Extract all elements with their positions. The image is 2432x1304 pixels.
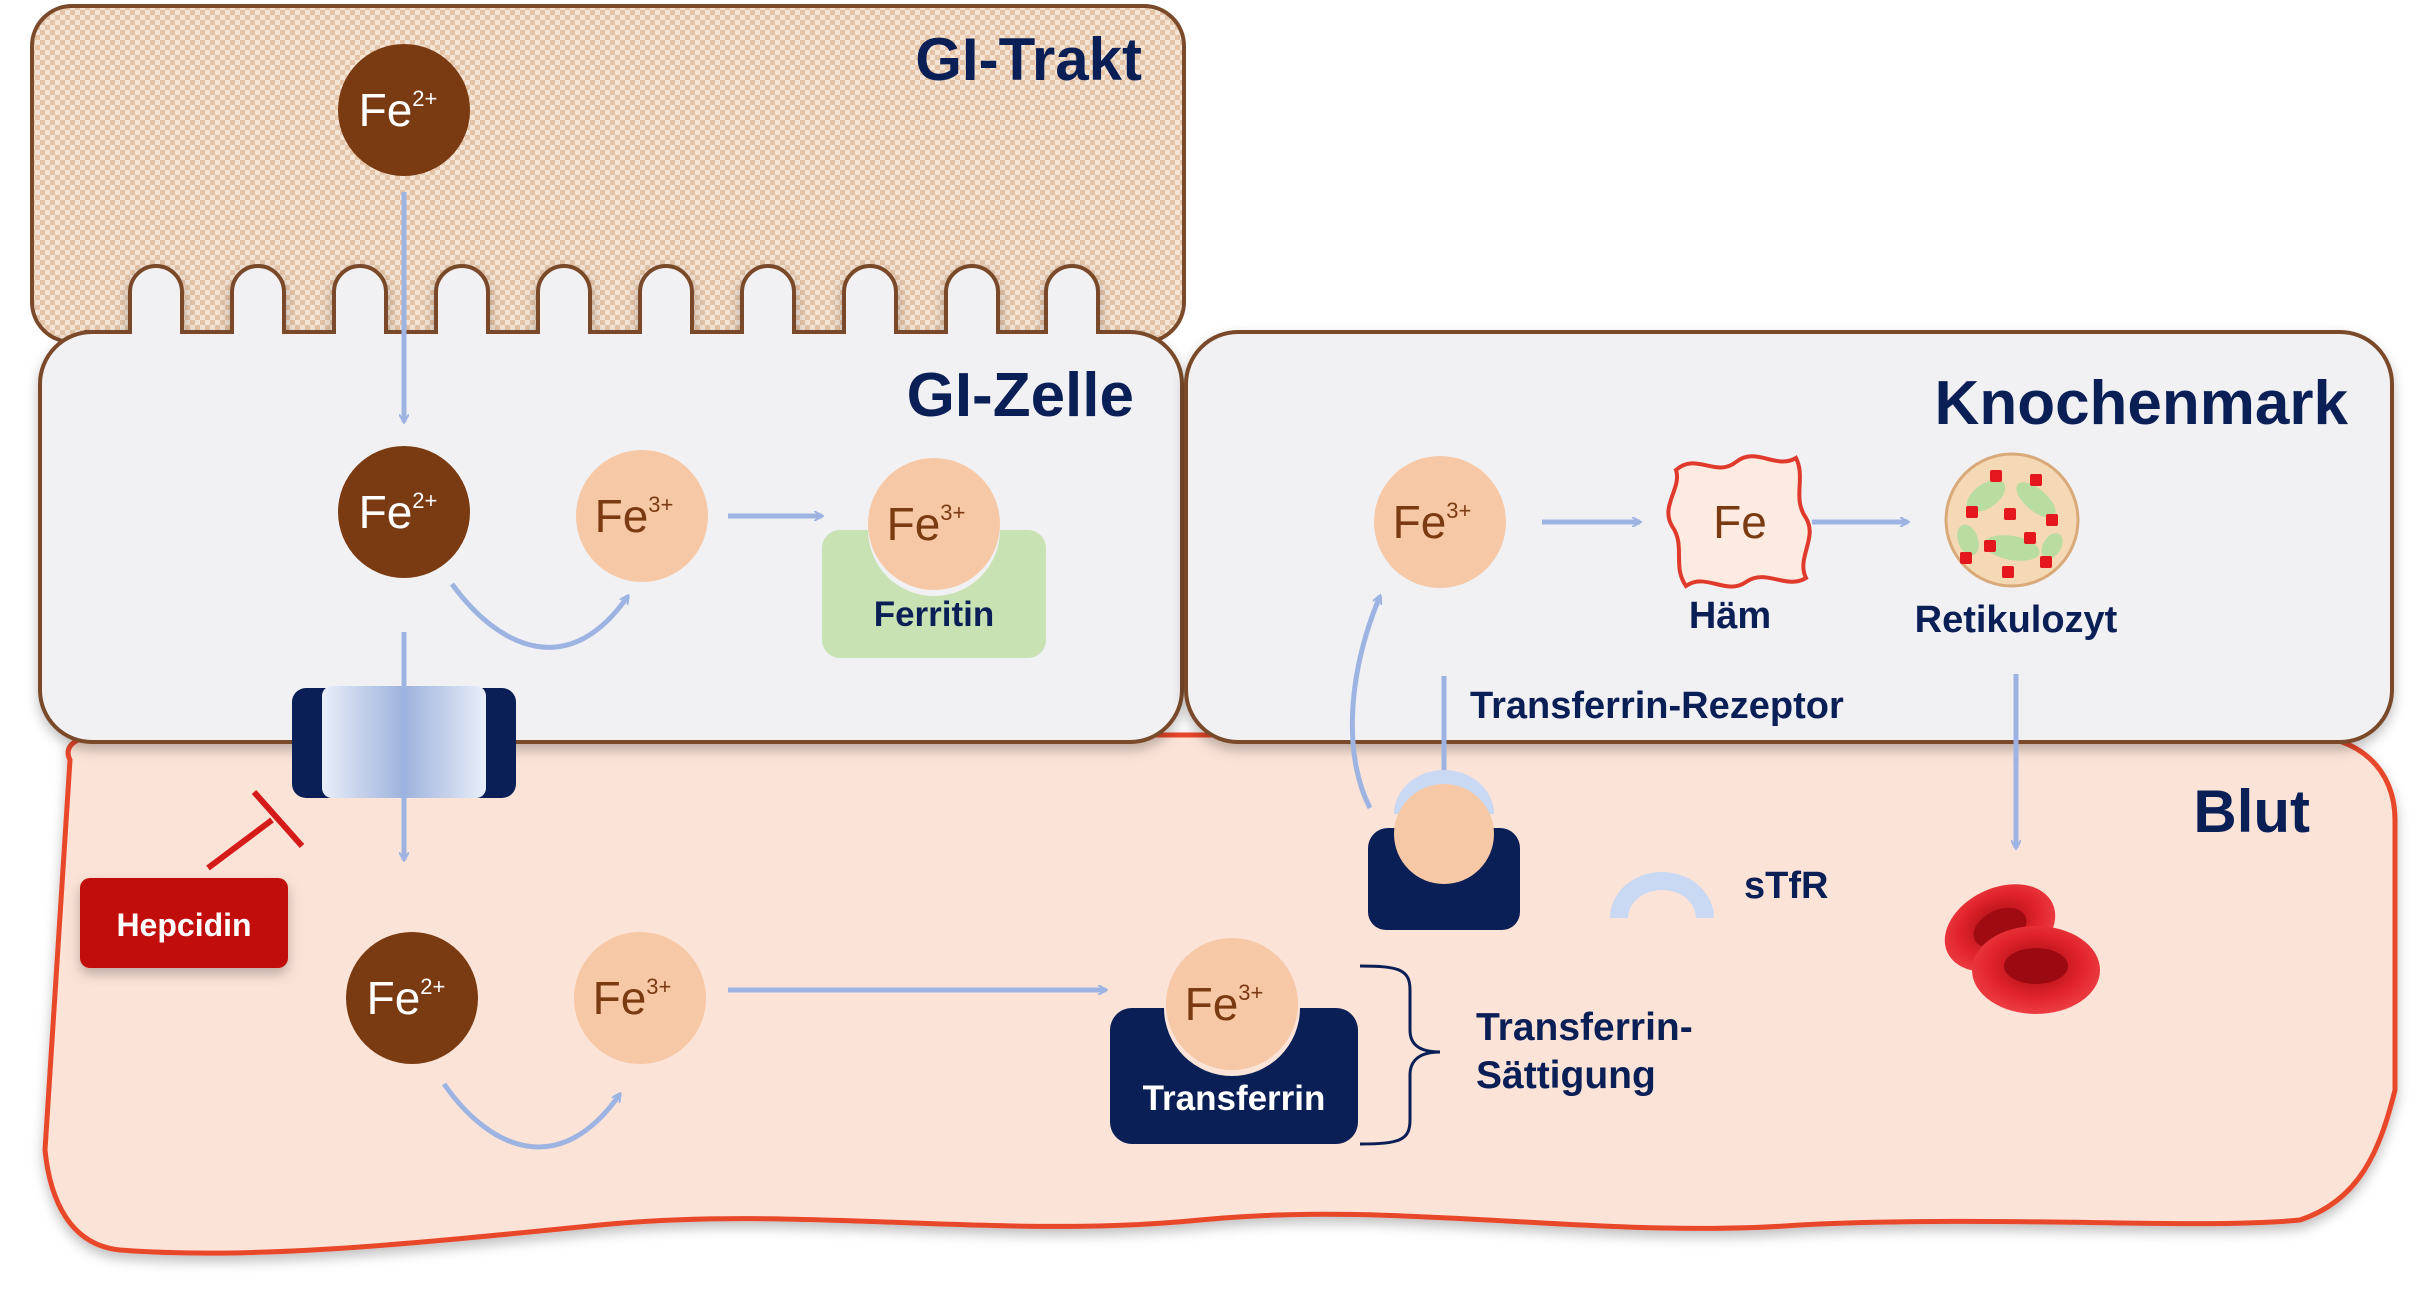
ferritin-label: Ferritin — [874, 595, 995, 634]
stfr-label: sTfR — [1744, 865, 1828, 907]
haem-fe-label: Fe — [1713, 496, 1767, 548]
reticulocyte-label: Retikulozyt — [1915, 599, 2118, 641]
arrow-cell-oxidation — [449, 582, 631, 650]
svg-text:Fe2+: Fe2+ — [359, 486, 438, 538]
fe3-ion-transferrin — [1166, 938, 1298, 1070]
haem-molecule: Fe — [1666, 454, 1812, 589]
hepcidin-box — [80, 878, 288, 968]
svg-text:Fe3+: Fe3+ — [1185, 978, 1264, 1030]
fe2-ion-blood: Fe2+ — [346, 932, 478, 1064]
gi-zelle-title: GI-Zelle — [907, 361, 1134, 430]
haem-shape — [1666, 454, 1812, 589]
arrow-receptor-uptake — [1349, 596, 1380, 810]
svg-text:Fe3+: Fe3+ — [593, 972, 672, 1024]
svg-text:Fe2+: Fe2+ — [367, 972, 446, 1024]
fe2-ion-gi-tract: Fe2+ — [338, 44, 470, 176]
transferrin-receptor — [1368, 676, 1520, 930]
transferrin-complex: Fe3+ Transferrin — [1110, 938, 1358, 1144]
ferritin-complex: Fe3+ Ferritin — [822, 458, 1046, 658]
transferrin-label: Transferrin — [1143, 1079, 1326, 1118]
transferrin-saturation-label-line1: Transferrin- — [1476, 1006, 1693, 1049]
hepcidin-label: Hepcidin — [116, 907, 251, 943]
transferrin-shape — [1110, 1008, 1358, 1144]
haem-label: Häm — [1689, 595, 1771, 637]
transferrin-saturation-brace — [1359, 964, 1441, 1146]
hepcidin-inhibitor: Hepcidin — [80, 790, 305, 968]
fe3-ion-gi-cell: Fe3+ — [576, 450, 708, 582]
svg-text:Fe2+: Fe2+ — [359, 84, 438, 136]
fe3-ion-ferritin — [868, 458, 1000, 590]
svg-text:Fe3+: Fe3+ — [887, 498, 966, 550]
blut-title: Blut — [2193, 778, 2310, 845]
fe3-ion-bone-marrow: Fe3+ — [1374, 456, 1506, 588]
gi-trakt-title: GI-Trakt — [915, 26, 1142, 93]
stfr-icon — [1610, 872, 1714, 918]
ferritin-shape — [822, 530, 1046, 658]
arrow-blood-oxidation — [441, 1082, 623, 1150]
fe2-ion-gi-cell: Fe2+ — [338, 446, 470, 578]
ferroportin-channel — [292, 632, 516, 800]
svg-text:Fe3+: Fe3+ — [595, 490, 674, 542]
reticulocyte-icon — [1944, 452, 2080, 588]
svg-text:Fe3+: Fe3+ — [1393, 496, 1472, 548]
erythrocyte-icon — [1944, 884, 2100, 1014]
transferrin-saturation-label-line2: Sättigung — [1476, 1054, 1656, 1097]
transferrin-receptor-label: Transferrin-Rezeptor — [1470, 685, 1844, 727]
fe3-ion-blood: Fe3+ — [574, 932, 706, 1064]
knochenmark-title: Knochenmark — [1935, 369, 2349, 438]
